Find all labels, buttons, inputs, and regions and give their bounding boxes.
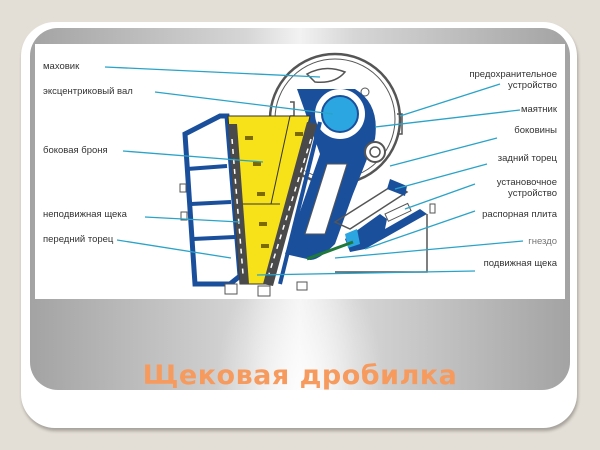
slide-title: Щековая дробилка [142, 360, 458, 391]
label-sidewalls: боковины [514, 125, 557, 136]
leader-lines [104, 66, 524, 276]
label-side-armor: боковая броня [43, 145, 108, 156]
pendulum-icon [285, 89, 376, 260]
jaw-crusher-diagram: маховик эксцентриковый вал боковая броня… [35, 44, 565, 299]
label-pendulum: маятник [520, 104, 557, 115]
label-safety-device-2: устройство [508, 80, 557, 91]
label-toggle-plate: распорная плита [482, 209, 557, 220]
label-movable-jaw: подвижная щека [483, 258, 557, 269]
label-safety-device: предохранительное [469, 69, 557, 80]
label-socket: гнездо [528, 236, 557, 247]
fixed-jaw-liner-icon [228, 124, 249, 284]
toggle-plate-icon [306, 240, 354, 261]
crusher-illustration [104, 52, 524, 297]
bearing-icon [364, 141, 386, 163]
movable-jaw-liner-icon [263, 122, 317, 286]
label-adjusting-device-2: устройство [508, 188, 557, 199]
label-fixed-jaw: неподвижная щека [43, 209, 127, 220]
label-front-end: передний торец [43, 234, 114, 245]
label-flywheel: маховик [43, 61, 80, 72]
label-eccentric-shaft: эксцентриковый вал [43, 86, 133, 97]
label-rear-end: задний торец [497, 153, 557, 164]
label-adjusting-device: установочное [496, 177, 557, 188]
